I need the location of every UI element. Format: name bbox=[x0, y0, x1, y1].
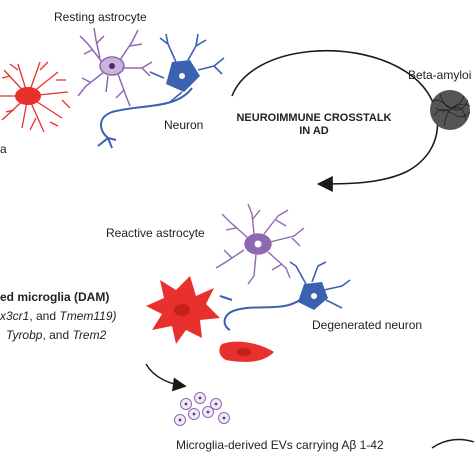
gene-tmem119: Tmem119) bbox=[59, 309, 117, 323]
dam-title: ed microglia (DAM) bbox=[0, 290, 110, 304]
resting-astrocyte-icon bbox=[77, 27, 153, 107]
resting-astrocyte-label: Resting astrocyte bbox=[54, 10, 147, 24]
gene-cx3cr1: x3cr1 bbox=[0, 309, 30, 323]
reactive-astrocyte-label: Reactive astrocyte bbox=[106, 226, 205, 240]
degenerated-neuron-icon bbox=[219, 261, 351, 331]
dam-genes-sep1: , and bbox=[29, 309, 60, 323]
gene-tyrobp: Tyrobp bbox=[6, 328, 43, 342]
dam-genes-sep2: , and bbox=[42, 328, 73, 342]
extracellular-vesicles-icon bbox=[174, 392, 230, 426]
dam-microglia-icon bbox=[146, 276, 274, 362]
neuron-label: Neuron bbox=[164, 118, 204, 132]
ev-release-arrow bbox=[145, 363, 187, 392]
gene-trem2: Trem2 bbox=[72, 328, 107, 342]
dam-genes-line2: Tyrobp, and Trem2 bbox=[6, 328, 106, 342]
evs-label: Microglia-derived EVs carrying Aβ 1-42 bbox=[176, 438, 384, 452]
beta-amyloid-plaque-icon bbox=[430, 90, 471, 130]
reactive-astrocyte-icon bbox=[215, 203, 305, 285]
neuron-icon bbox=[97, 33, 225, 149]
crosstalk-arc-arrow bbox=[231, 49, 439, 192]
degenerated-neuron-label: Degenerated neuron bbox=[312, 318, 423, 332]
bottom-right-arc bbox=[431, 438, 474, 449]
dam-genes-line1: x3cr1, and Tmem119) bbox=[0, 309, 117, 323]
crosstalk-title-line2: IN AD bbox=[299, 125, 329, 137]
crosstalk-title-line1: NEUROIMMUNE CROSSTALK bbox=[236, 112, 392, 124]
beta-amyloid-label: Beta-amyloi bbox=[408, 68, 472, 82]
microglia-partial-label: a bbox=[0, 142, 7, 156]
crosstalk-title: NEUROIMMUNE CROSSTALK IN AD bbox=[234, 112, 394, 138]
resting-microglia-icon bbox=[0, 61, 71, 133]
